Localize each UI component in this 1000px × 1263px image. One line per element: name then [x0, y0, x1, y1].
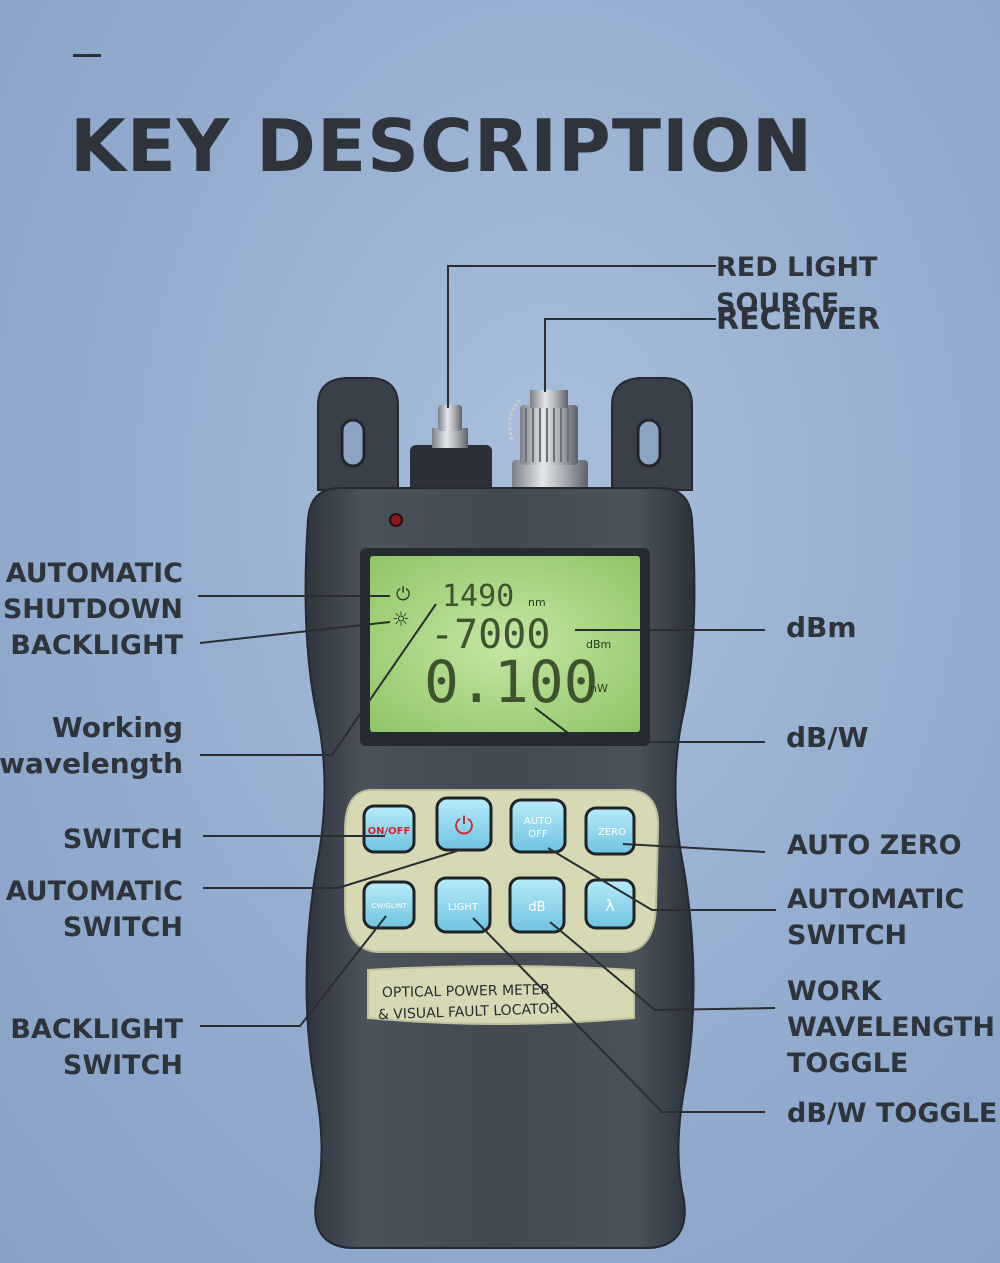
- leader-lines: [198, 265, 776, 1113]
- lcd-power-unit: nW: [590, 682, 608, 695]
- lcd-screen: [370, 556, 640, 732]
- svg-text:ON/OFF: ON/OFF: [368, 826, 411, 837]
- power-button[interactable]: ⏻: [435, 796, 493, 852]
- db-button[interactable]: dB: [508, 876, 566, 934]
- light-button[interactable]: LIGHT: [434, 876, 492, 934]
- indicator-led: [389, 513, 403, 527]
- lambda-button[interactable]: λ: [584, 878, 636, 930]
- on-off-button[interactable]: ON/OFF: [362, 804, 416, 854]
- lcd-dbm-unit: dBm: [586, 638, 611, 651]
- label-receiver: RECEIVER: [716, 302, 881, 337]
- lcd-power-value: 0.100: [424, 648, 599, 716]
- lcd-wavelength: 1490: [442, 579, 514, 614]
- receiver-connector: [508, 390, 588, 495]
- auto-shutdown-icon: ⏻: [396, 584, 410, 605]
- label-automatic-switch-right: AUTOMATIC SWITCH: [787, 884, 965, 951]
- auto-off-button[interactable]: AUTO OFF: [509, 798, 567, 854]
- svg-text:CW/GLINT: CW/GLINT: [371, 902, 407, 910]
- device-label-line2: & VISUAL FAULT LOCATOR: [378, 1001, 560, 1023]
- label-dbm: dBm: [786, 611, 857, 644]
- label-auto-zero: AUTO ZERO: [787, 830, 962, 861]
- label-working-wavelength: Working wavelength: [0, 711, 183, 780]
- svg-text:AUTO: AUTO: [524, 816, 552, 827]
- lcd-dbm-value: -7000: [430, 612, 550, 658]
- label-switch: SWITCH: [62, 824, 183, 855]
- device-label-line1: OPTICAL POWER METER: [382, 982, 551, 1001]
- keypad-panel: [344, 789, 660, 953]
- svg-text:dB: dB: [528, 900, 545, 915]
- label-auto-shutdown-backlight: AUTOMATIC SHUTDOWN BACKLIGHT: [2, 558, 183, 661]
- lcd-wavelength-unit: nm: [528, 596, 546, 609]
- svg-text:ZERO: ZERO: [598, 827, 626, 838]
- label-db-w: dB/W: [786, 721, 869, 754]
- page-title: KEY DESCRIPTION: [70, 104, 814, 188]
- lambda-icon: λ: [605, 896, 614, 915]
- label-automatic-switch-left: AUTOMATIC SWITCH: [5, 876, 183, 943]
- left-ear: [317, 377, 399, 491]
- cw-glint-button[interactable]: CW/GLINT: [362, 880, 416, 930]
- label-backlight-switch: BACKLIGHT SWITCH: [10, 1014, 183, 1081]
- zero-button[interactable]: ZERO: [584, 806, 636, 856]
- label-db-w-toggle: dB/W TOGGLE: [787, 1098, 998, 1129]
- label-red-light-source: RED LIGHT SOURCE: [716, 252, 878, 319]
- top-dash: [73, 54, 101, 57]
- device-label-plate: OPTICAL POWER METER & VISUAL FAULT LOCAT…: [367, 965, 635, 1025]
- right-ear: [611, 377, 693, 491]
- svg-text:LIGHT: LIGHT: [448, 902, 479, 913]
- backlight-icon: ☼: [392, 607, 410, 631]
- svg-text:OFF: OFF: [528, 829, 548, 840]
- red-light-source-connector: [410, 405, 492, 495]
- label-work-wavelength-toggle: WORK WAVELENGTH TOGGLE: [787, 976, 995, 1079]
- power-icon: ⏻: [455, 812, 474, 840]
